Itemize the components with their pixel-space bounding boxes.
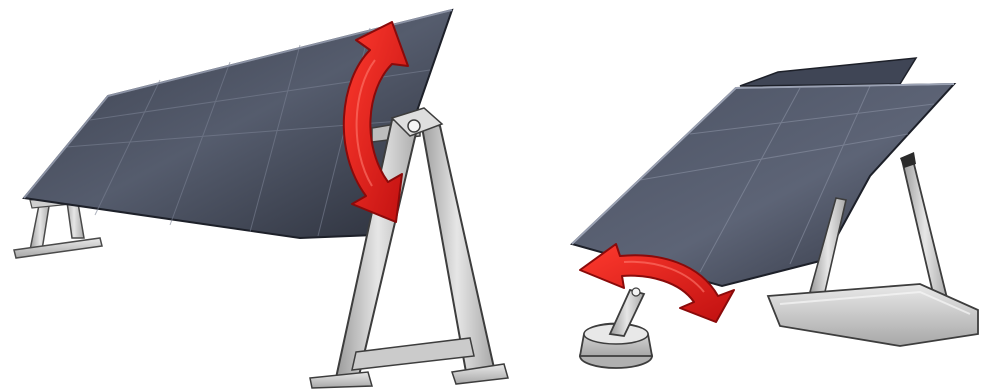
solar-panel-right: [572, 58, 954, 286]
pivot-bolt: [408, 120, 420, 132]
pivot-base-stand: [580, 288, 652, 368]
tilt-illustration: [14, 10, 508, 388]
pivot-bolt: [632, 288, 640, 296]
rotate-illustration: [572, 58, 978, 368]
